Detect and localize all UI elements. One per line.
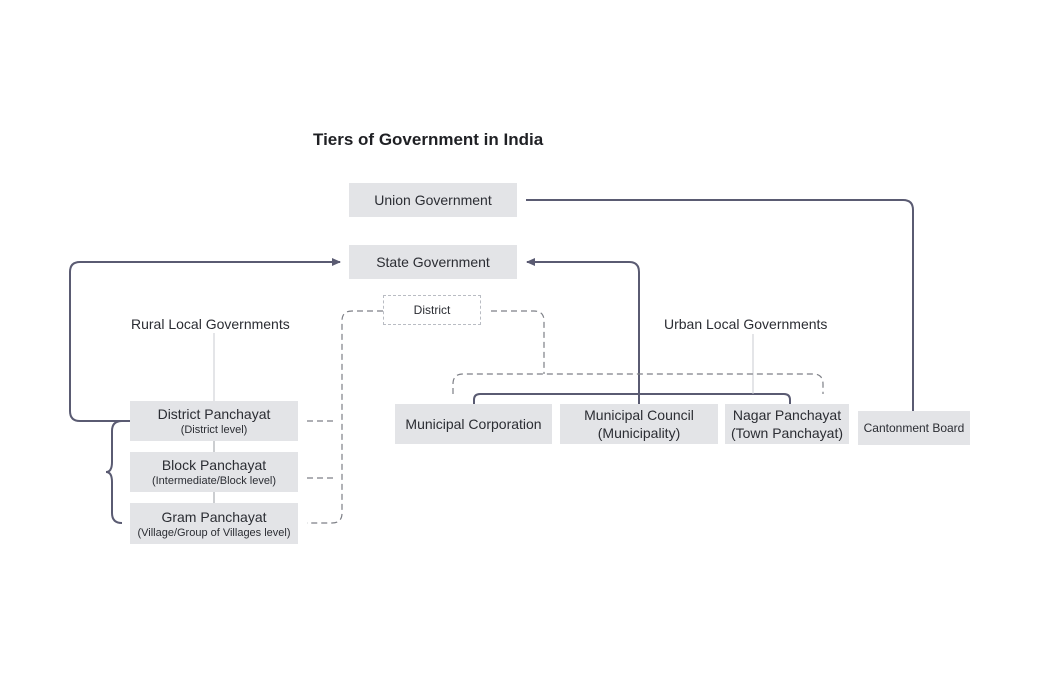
union-government-box: Union Government <box>349 183 517 217</box>
gram-panchayat-level: (Village/Group of Villages level) <box>137 526 291 539</box>
rural-local-governments-label: Rural Local Governments <box>131 316 290 332</box>
district-right-dashed <box>491 310 545 374</box>
cantonment-board-label: Cantonment Board <box>863 421 965 435</box>
municipal-corporation-label: Municipal Corporation <box>405 416 542 432</box>
municipal-council-type: (Municipality) <box>597 425 681 441</box>
rural-brace <box>105 420 123 524</box>
union-government-label: Union Government <box>374 192 492 208</box>
urban-dashed-bracket <box>452 373 824 394</box>
district-label: District <box>413 303 451 317</box>
rural-to-state-arrow <box>69 258 341 422</box>
gram-panchayat-box: Gram Panchayat (Village/Group of Village… <box>130 503 298 544</box>
municipal-corporation-box: Municipal Corporation <box>395 404 552 444</box>
district-panchayat-name: District Panchayat <box>157 406 271 422</box>
district-panchayat-box: District Panchayat (District level) <box>130 401 298 441</box>
nagar-panchayat-box: Nagar Panchayat (Town Panchayat) <box>725 404 849 444</box>
municipal-council-box: Municipal Council (Municipality) <box>560 404 718 444</box>
nagar-panchayat-name: Nagar Panchayat <box>732 407 842 423</box>
urban-bracket <box>473 393 791 404</box>
district-left-dashed <box>307 310 383 524</box>
urban-to-state-arrow <box>526 258 640 404</box>
diagram-title: Tiers of Government in India <box>313 130 544 149</box>
nagar-panchayat-type: (Town Panchayat) <box>730 425 844 441</box>
urban-local-governments-label: Urban Local Governments <box>664 316 828 332</box>
block-panchayat-level: (Intermediate/Block level) <box>151 475 277 487</box>
district-panchayat-level: (District level) <box>180 424 248 436</box>
gram-panchayat-name: Gram Panchayat <box>161 508 267 525</box>
block-panchayat-name: Block Panchayat <box>161 457 267 473</box>
district-box: District <box>383 295 481 325</box>
cantonment-board-box: Cantonment Board <box>858 411 970 445</box>
state-government-box: State Government <box>349 245 517 279</box>
block-panchayat-box: Block Panchayat (Intermediate/Block leve… <box>130 452 298 492</box>
municipal-council-name: Municipal Council <box>584 407 694 423</box>
union-to-cantonment-line <box>526 199 914 411</box>
state-government-label: State Government <box>376 254 490 270</box>
